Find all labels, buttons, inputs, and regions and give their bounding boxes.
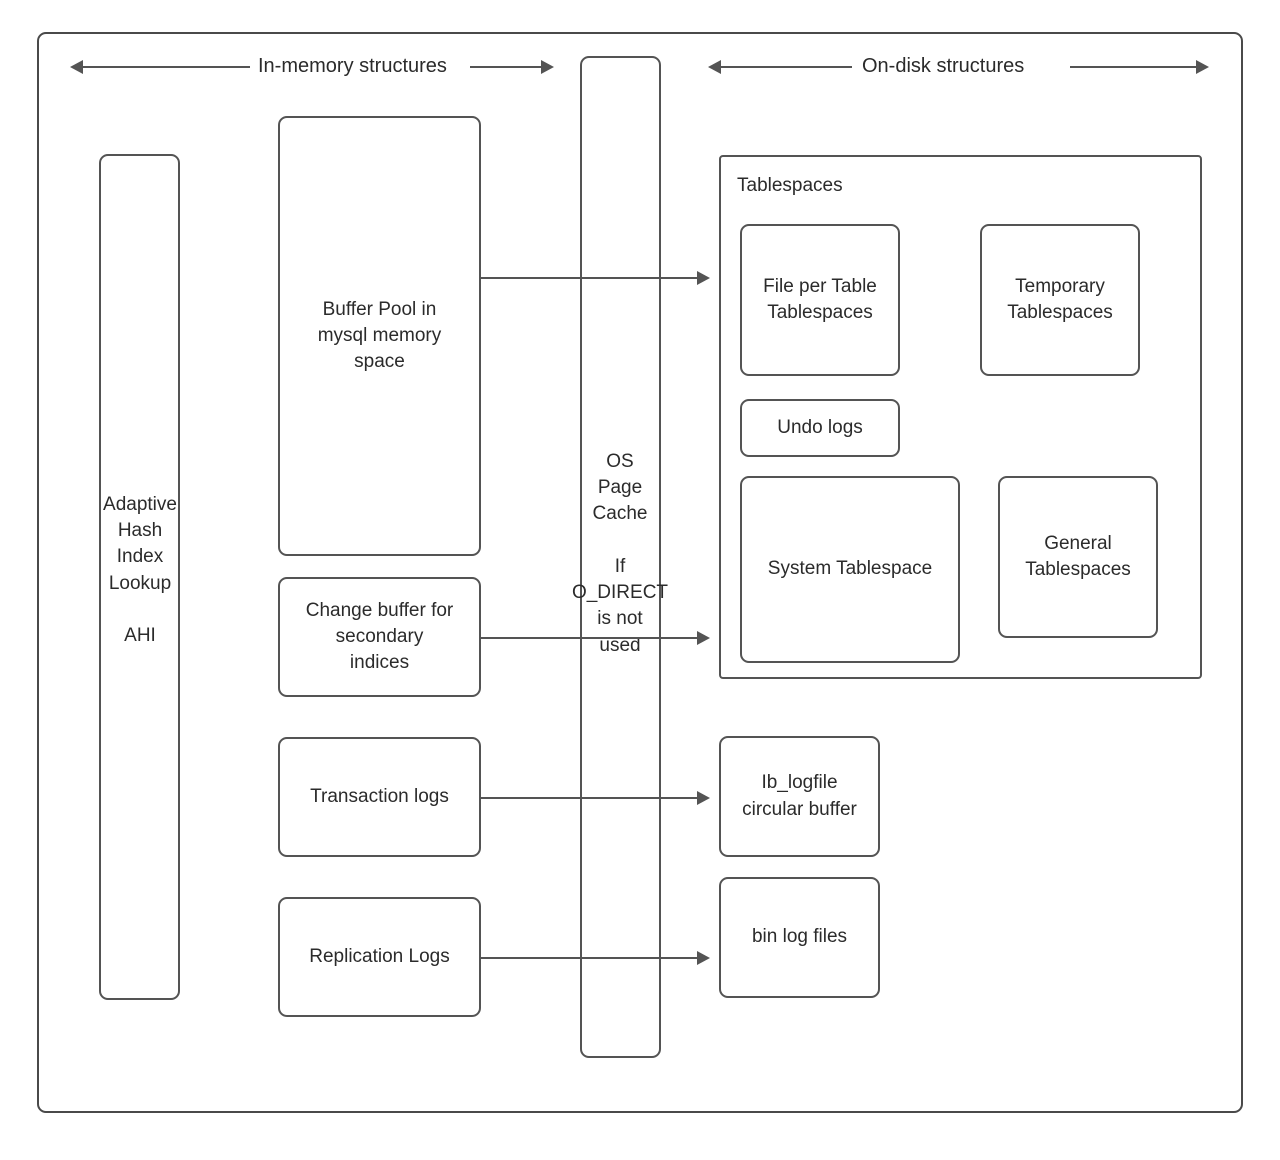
connector-transaction-logs-to-ib-logfile bbox=[481, 797, 698, 799]
connector-replication-logs-arrowhead bbox=[697, 951, 710, 965]
ib-logfile-box[interactable]: Ib_logfile circular buffer bbox=[719, 736, 880, 857]
buffer-pool-label: Buffer Pool in mysql memory space bbox=[317, 298, 442, 373]
outer-frame bbox=[37, 32, 1243, 1113]
on-disk-right-arrowhead bbox=[1196, 60, 1209, 74]
bin-log-files-label: bin log files bbox=[751, 926, 848, 948]
bin-log-files-box[interactable]: bin log files bbox=[719, 877, 880, 998]
replication-logs-label: Replication Logs bbox=[309, 945, 450, 967]
connector-buffer-pool-to-tablespaces bbox=[481, 277, 698, 279]
file-per-table-tablespaces-box[interactable]: File per Table Tablespaces bbox=[740, 224, 900, 376]
undo-logs-box[interactable]: Undo logs bbox=[740, 399, 900, 457]
transaction-logs-box[interactable]: Transaction logs bbox=[278, 737, 481, 857]
connector-change-buffer-to-tablespaces bbox=[481, 637, 698, 639]
change-buffer-box[interactable]: Change buffer for secondary indices bbox=[278, 577, 481, 697]
adaptive-hash-index-box[interactable] bbox=[99, 154, 180, 1000]
change-buffer-label: Change buffer for secondary indices bbox=[305, 599, 454, 674]
replication-logs-box[interactable]: Replication Logs bbox=[278, 897, 481, 1017]
on-disk-left-line bbox=[720, 66, 852, 68]
in-memory-left-arrowhead bbox=[70, 60, 83, 74]
on-disk-left-arrowhead bbox=[708, 60, 721, 74]
general-tablespaces-box[interactable]: General Tablespaces bbox=[998, 476, 1158, 638]
connector-buffer-pool-arrowhead bbox=[697, 271, 710, 285]
transaction-logs-label: Transaction logs bbox=[310, 785, 449, 807]
buffer-pool-box[interactable]: Buffer Pool in mysql memory space bbox=[278, 116, 481, 556]
os-page-cache-label: OS Page Cache If O_DIRECT is not used bbox=[571, 451, 669, 656]
connector-replication-logs-to-bin-logs bbox=[481, 957, 698, 959]
in-memory-right-line bbox=[470, 66, 542, 68]
adaptive-hash-index-label: Adaptive Hash Index Lookup AHI bbox=[103, 494, 177, 647]
on-disk-right-line bbox=[1070, 66, 1198, 68]
temporary-tablespaces-label: Temporary Tablespaces bbox=[1007, 275, 1113, 323]
connector-change-buffer-arrowhead bbox=[697, 631, 710, 645]
general-tablespaces-label: General Tablespaces bbox=[1025, 532, 1131, 580]
tablespaces-group-title: Tablespaces bbox=[737, 175, 843, 196]
undo-logs-label: Undo logs bbox=[777, 416, 863, 438]
system-tablespace-label: System Tablespace bbox=[767, 558, 933, 580]
ib-logfile-label: Ib_logfile circular buffer bbox=[742, 772, 857, 820]
in-memory-right-arrowhead bbox=[541, 60, 554, 74]
in-memory-header-label: In-memory structures bbox=[258, 55, 447, 77]
os-page-cache-box[interactable] bbox=[580, 56, 661, 1058]
temporary-tablespaces-box[interactable]: Temporary Tablespaces bbox=[980, 224, 1140, 376]
on-disk-header-label: On-disk structures bbox=[862, 55, 1025, 77]
system-tablespace-box[interactable]: System Tablespace bbox=[740, 476, 960, 663]
connector-transaction-logs-arrowhead bbox=[697, 791, 710, 805]
file-per-table-tablespaces-label: File per Table Tablespaces bbox=[763, 275, 877, 323]
in-memory-left-line bbox=[82, 66, 250, 68]
